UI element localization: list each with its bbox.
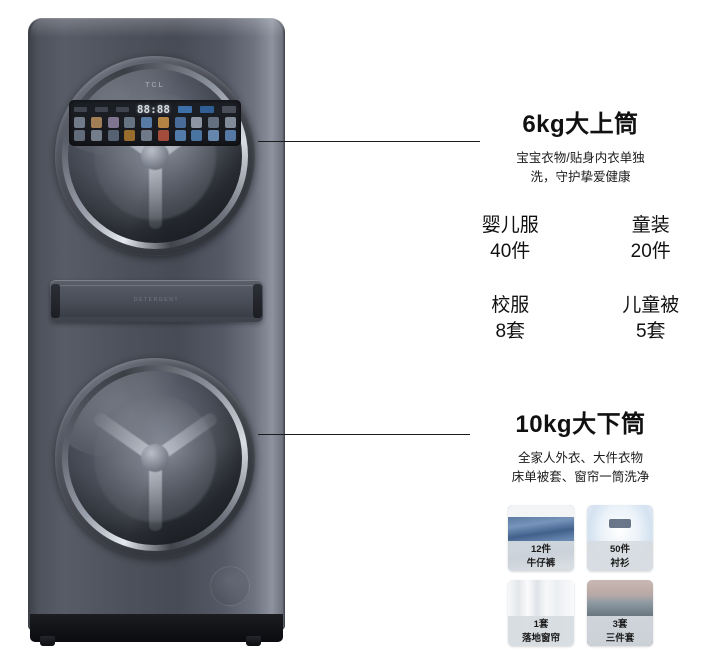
- program-icon[interactable]: [107, 130, 119, 141]
- capacity-card-label: 牛仔裤: [526, 558, 556, 569]
- program-icon[interactable]: [174, 117, 186, 128]
- drawer-grip-left[interactable]: [51, 284, 60, 318]
- capacity-stat-qty: 8套: [495, 321, 526, 342]
- capacity-card-caption: 12件 牛仔裤: [508, 541, 574, 571]
- program-icon[interactable]: [208, 130, 220, 141]
- capacity-card-caption: 50件 衬衫: [587, 541, 653, 571]
- drain-filter-cap[interactable]: [210, 566, 250, 606]
- capacity-card-caption: 1套 落地窗帘: [508, 616, 574, 646]
- upper-drum-glass-door: [68, 69, 242, 243]
- upper-desc-line-1: 宝宝衣物/贴身内衣单独: [516, 151, 645, 165]
- program-icon-row[interactable]: [74, 130, 236, 142]
- upper-washer-drum: TCL 88:88: [55, 56, 255, 256]
- capacity-card-label: 三件套: [605, 633, 635, 644]
- lower-washer-drum: [55, 358, 255, 558]
- control-panel-readout-row: 88:88: [74, 104, 236, 115]
- drum-hub: [141, 142, 169, 170]
- program-icon[interactable]: [90, 130, 102, 141]
- capacity-card-qty: 1套: [533, 619, 549, 630]
- detergent-drawer[interactable]: DETERGENT: [50, 280, 263, 322]
- program-icon[interactable]: [124, 130, 136, 141]
- capacity-stat: 婴儿服 40件: [440, 213, 581, 265]
- capacity-stat-qty: 20件: [630, 241, 671, 262]
- program-icon[interactable]: [174, 130, 186, 141]
- capacity-stat-label: 儿童被: [622, 295, 680, 316]
- program-icon[interactable]: [74, 130, 85, 141]
- capacity-card-qty: 50件: [609, 544, 631, 555]
- lower-capacity-cards: 12件 牛仔裤 50件 衬衫 1套 落地窗帘 3套 三件套: [440, 505, 721, 646]
- capacity-card: 50件 衬衫: [587, 505, 653, 571]
- program-icon[interactable]: [74, 117, 85, 128]
- capacity-stat: 儿童被 5套: [581, 293, 721, 345]
- capacity-card-qty: 3套: [612, 619, 628, 630]
- detergent-drawer-face: [58, 285, 255, 317]
- appliance-foot: [246, 636, 261, 646]
- lower-drum-description: 全家人外衣、大件衣物 床单被套、窗帘一筒洗净: [440, 449, 721, 487]
- program-icon[interactable]: [90, 117, 102, 128]
- program-icon[interactable]: [208, 117, 220, 128]
- lower-desc-line-2: 床单被套、窗帘一筒洗净: [511, 470, 650, 484]
- capacity-stat-label: 校服: [491, 295, 530, 316]
- panel-indicator: [221, 106, 236, 113]
- digital-display: 88:88: [136, 103, 171, 116]
- program-icon[interactable]: [141, 130, 153, 141]
- program-icon[interactable]: [224, 117, 236, 128]
- control-panel[interactable]: 88:88: [69, 100, 241, 146]
- brand-logo: TCL: [145, 82, 165, 89]
- program-icon[interactable]: [141, 117, 153, 128]
- agitator-blade: [148, 156, 162, 230]
- panel-label: [115, 107, 129, 112]
- lower-drum-title: 10kg大下筒: [515, 411, 646, 438]
- drawer-label: DETERGENT: [133, 297, 180, 303]
- leader-line-lower-drum: [258, 434, 470, 435]
- panel-label: [94, 107, 108, 112]
- callout-upper-drum: 6kg大上筒 宝宝衣物/贴身内衣单独 洗，守护挚爱健康 婴儿服 40件 童装 2…: [440, 104, 721, 345]
- appliance-plinth: [30, 614, 283, 642]
- capacity-card-qty: 12件: [530, 544, 552, 555]
- panel-indicator: [178, 106, 192, 113]
- capacity-stat-label: 婴儿服: [481, 215, 539, 236]
- appliance-foot: [40, 636, 55, 646]
- leader-line-upper-drum: [258, 141, 480, 142]
- program-icon[interactable]: [107, 117, 119, 128]
- upper-capacity-stats: 婴儿服 40件 童装 20件 校服 8套 儿童被 5套: [440, 213, 721, 345]
- lower-drum-glass-door: [68, 371, 242, 545]
- capacity-card-caption: 3套 三件套: [587, 616, 653, 646]
- panel-label: [74, 107, 87, 112]
- program-icon[interactable]: [191, 117, 203, 128]
- drawer-grip-right[interactable]: [253, 284, 262, 318]
- capacity-card: 12件 牛仔裤: [508, 505, 574, 571]
- capacity-stat: 校服 8套: [440, 293, 581, 345]
- upper-drum-description: 宝宝衣物/贴身内衣单独 洗，守护挚爱健康: [440, 149, 721, 187]
- program-icon[interactable]: [224, 130, 236, 141]
- washer-dryer-stack-image: TCL 88:88: [28, 18, 285, 646]
- drum-hub: [141, 444, 169, 472]
- callout-lower-drum: 10kg大下筒 全家人外衣、大件衣物 床单被套、窗帘一筒洗净 12件 牛仔裤 5…: [440, 404, 721, 646]
- program-icon[interactable]: [157, 117, 169, 128]
- agitator-blade: [148, 458, 162, 532]
- program-icon-row[interactable]: [74, 117, 236, 129]
- capacity-card-label: 衬衫: [610, 558, 630, 569]
- capacity-stat-qty: 40件: [490, 241, 531, 262]
- upper-drum-title: 6kg大上筒: [522, 111, 639, 138]
- upper-desc-line-2: 洗，守护挚爱健康: [530, 170, 631, 184]
- lower-desc-line-1: 全家人外衣、大件衣物: [517, 451, 643, 465]
- capacity-card: 1套 落地窗帘: [508, 580, 574, 646]
- capacity-card: 3套 三件套: [587, 580, 653, 646]
- program-icon[interactable]: [191, 130, 203, 141]
- capacity-card-label: 落地窗帘: [521, 633, 560, 644]
- program-icon[interactable]: [124, 117, 136, 128]
- cabinet-top-highlight: [31, 19, 282, 37]
- capacity-stat-qty: 5套: [635, 321, 666, 342]
- program-icon[interactable]: [157, 130, 169, 141]
- capacity-stat-label: 童装: [631, 215, 670, 236]
- capacity-stat: 童装 20件: [581, 213, 721, 265]
- panel-indicator: [199, 106, 214, 113]
